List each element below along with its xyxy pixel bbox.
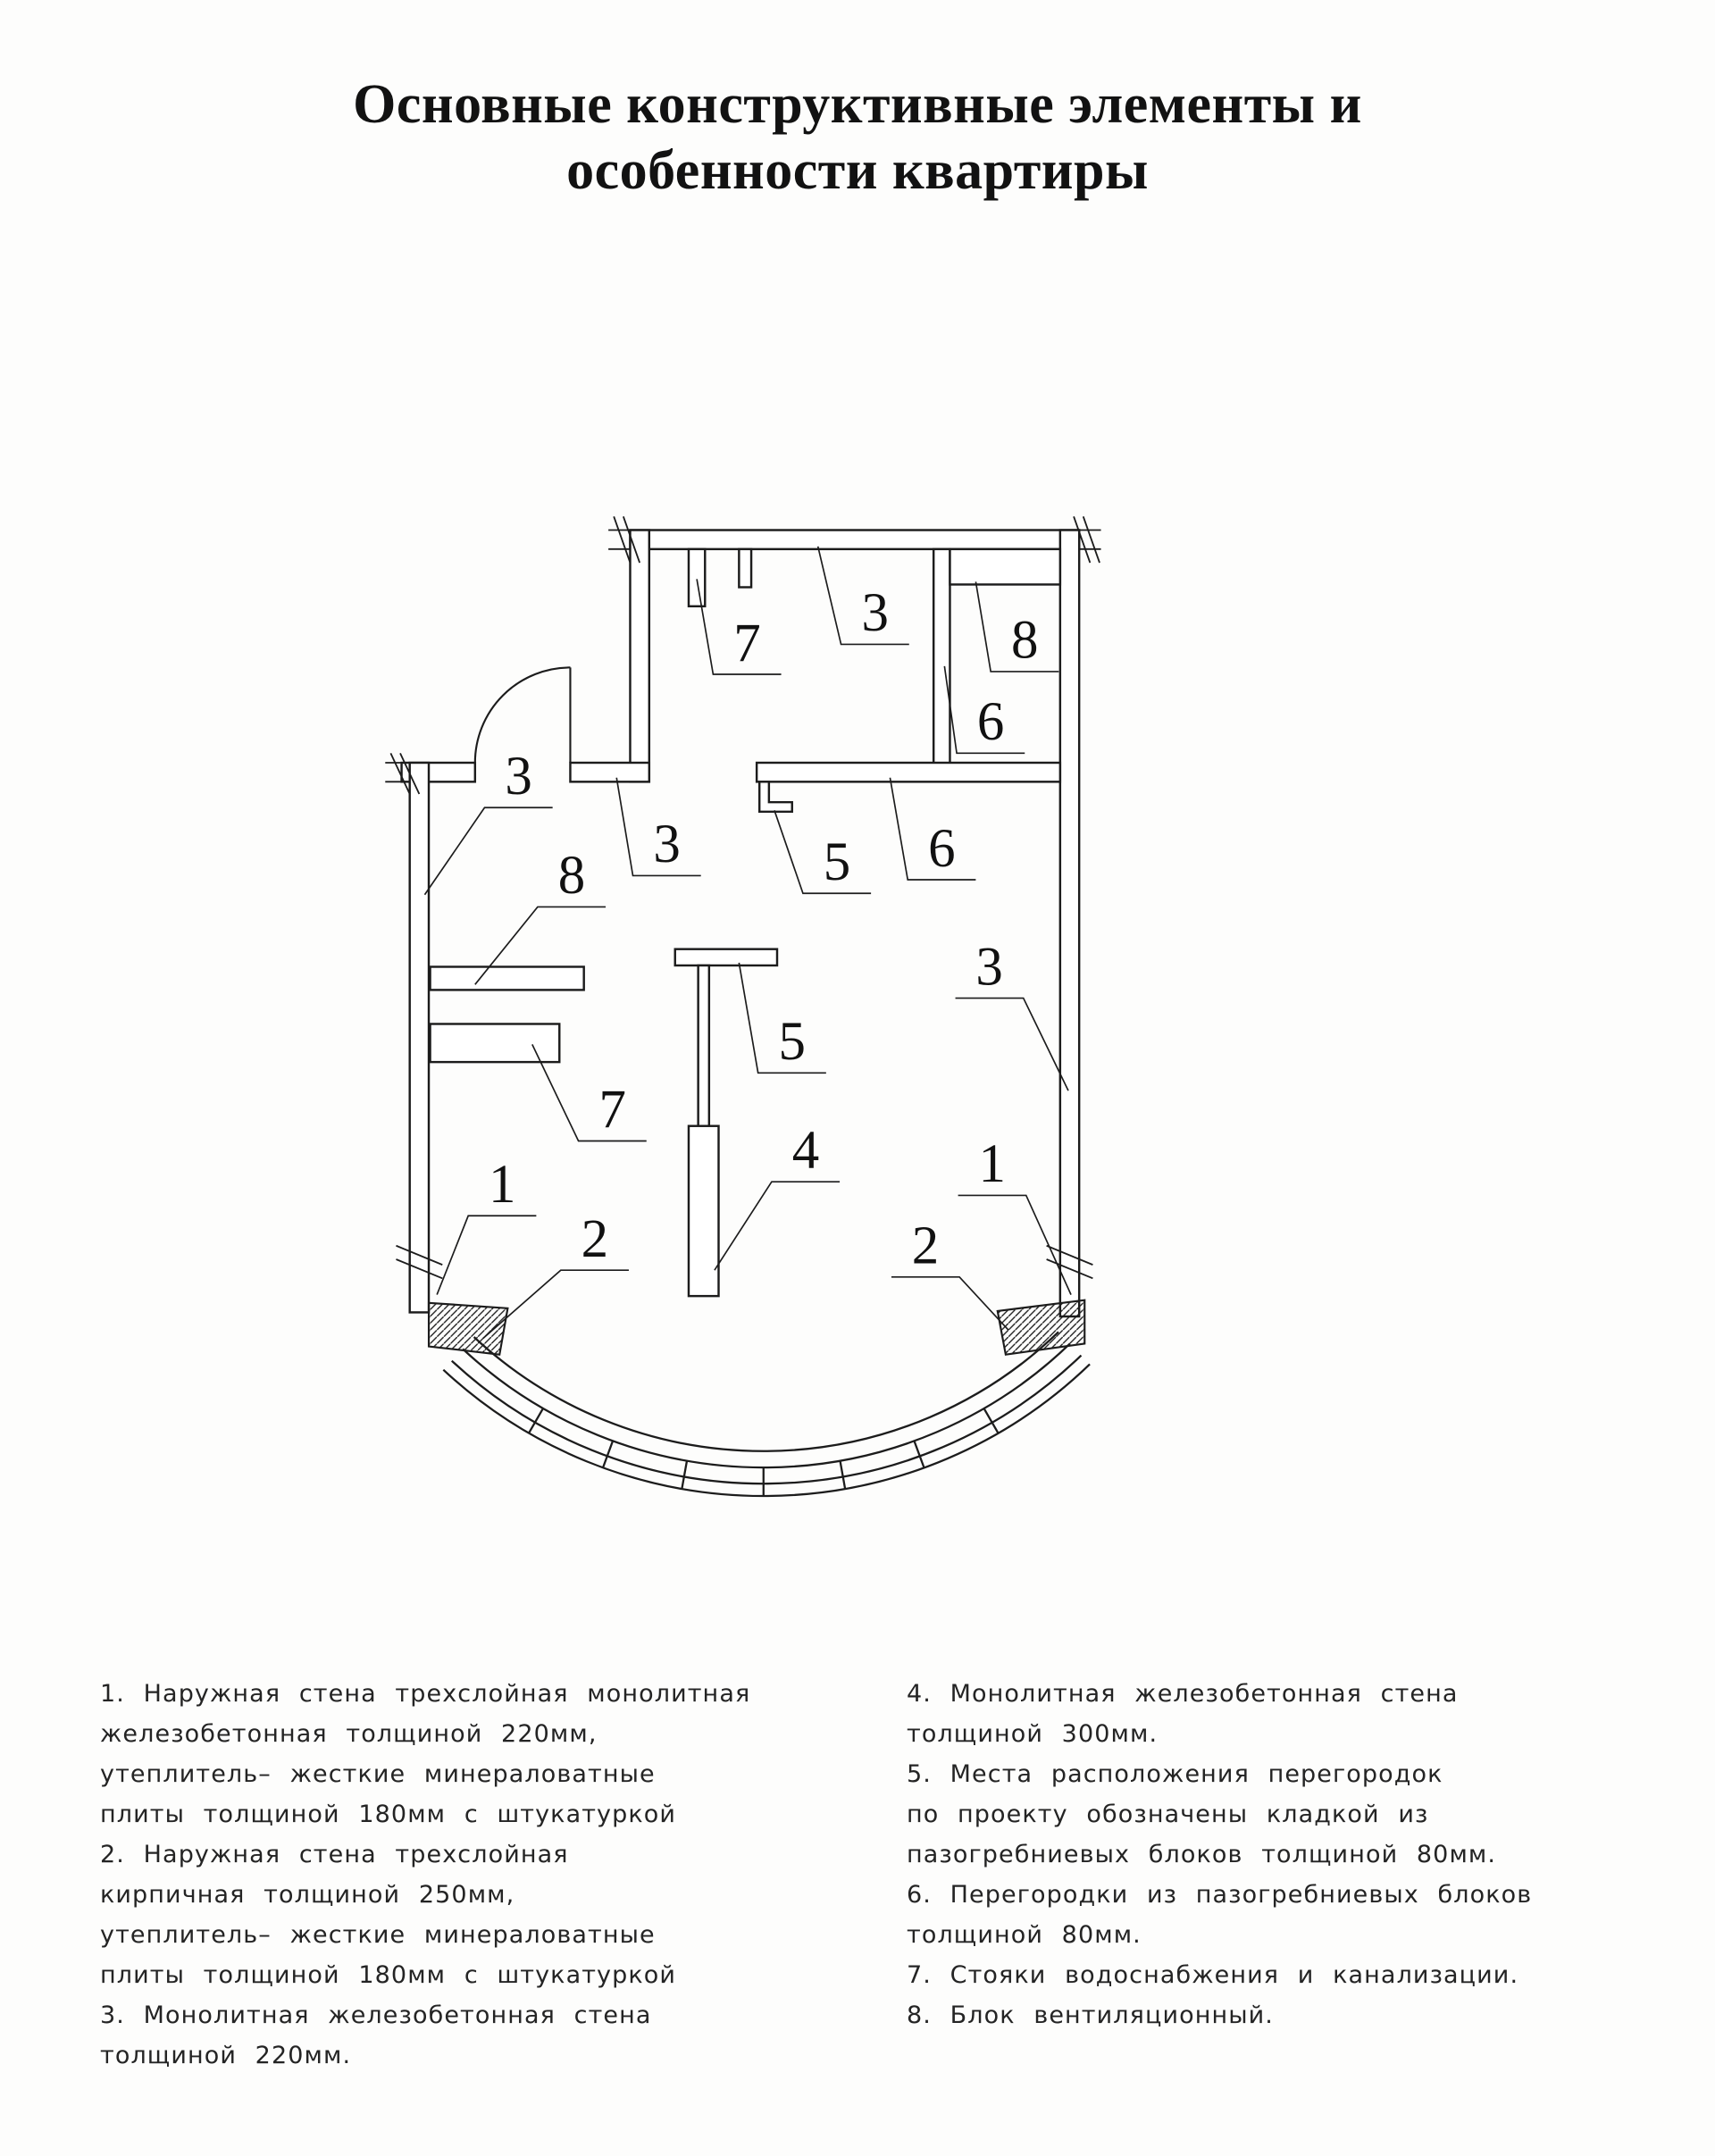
wall-left-upper bbox=[629, 529, 651, 783]
page-title: Основные конструктивные элементы и особе… bbox=[0, 71, 1715, 204]
brick-wall-hatch-left bbox=[427, 1301, 509, 1356]
partition-tee bbox=[673, 948, 779, 967]
callout-3-left: 3 bbox=[505, 747, 531, 806]
legend-line: 5. Места расположения перегородок bbox=[907, 1760, 1443, 1788]
legend-line: железобетонная толщиной 220мм, bbox=[100, 1720, 598, 1748]
callout-6-mid: 6 bbox=[928, 819, 955, 879]
wall-left bbox=[408, 761, 431, 1314]
legend-line: 8. Блок вентиляционный. bbox=[907, 2001, 1274, 2029]
wall-top bbox=[629, 529, 1081, 551]
partition-vertical bbox=[932, 547, 951, 773]
legend-column-right: 4. Монолитная железобетонная стена толщи… bbox=[907, 1674, 1630, 2076]
callout-labels: 7 3 8 6 3 3 5 6 8 5 3 7 4 1 2 1 2 bbox=[489, 583, 1038, 1275]
door-swing bbox=[473, 666, 572, 764]
floor-plan-drawing: 7 3 8 6 3 3 5 6 8 5 3 7 4 1 2 1 2 bbox=[382, 500, 1172, 1550]
legend-line: по проекту обозначены кладкой из bbox=[907, 1801, 1429, 1828]
vent-block-right bbox=[949, 547, 1062, 586]
callout-3-top: 3 bbox=[861, 583, 888, 643]
walls-group bbox=[400, 529, 1081, 1318]
floor-plan-svg: 7 3 8 6 3 3 5 6 8 5 3 7 4 1 2 1 2 bbox=[385, 515, 1101, 1498]
legend-line: 6. Перегородки из пазогребниевых блоков bbox=[907, 1881, 1533, 1909]
brick-wall-hatch-right bbox=[996, 1299, 1086, 1356]
callout-4-column: 4 bbox=[792, 1121, 819, 1181]
vent-block-left bbox=[429, 965, 585, 991]
legend-column-left: 1. Наружная стена трехслойная монолитная… bbox=[100, 1674, 768, 2076]
callout-2-right: 2 bbox=[912, 1216, 939, 1276]
riser-stub-a bbox=[687, 547, 707, 608]
callout-7-top: 7 bbox=[733, 614, 760, 673]
callout-6-upper: 6 bbox=[977, 692, 1004, 752]
legend-line: 2. Наружная стена трехслойная bbox=[100, 1841, 569, 1868]
legend-line: утеплитель– жесткие минераловатные bbox=[100, 1921, 656, 1949]
callout-3-right: 3 bbox=[975, 937, 1002, 997]
legend-line: толщиной 220мм. bbox=[100, 2042, 352, 2069]
callout-2-left: 2 bbox=[581, 1209, 608, 1269]
legend-line: плиты толщиной 180мм с штукатуркой bbox=[100, 1961, 677, 1989]
page-title-line-2: особенности квартиры bbox=[566, 139, 1149, 201]
legend: 1. Наружная стена трехслойная монолитная… bbox=[100, 1674, 1630, 2076]
window-mullion-marks bbox=[528, 1408, 1000, 1497]
callout-5-mid: 5 bbox=[779, 1012, 806, 1072]
page-title-line-1: Основные конструктивные элементы и bbox=[353, 73, 1362, 135]
door-arc bbox=[473, 666, 571, 764]
break-marks bbox=[385, 515, 1101, 1280]
legend-line: 4. Монолитная железобетонная стена bbox=[907, 1680, 1459, 1708]
partition-stem bbox=[697, 964, 711, 1127]
column-wall bbox=[687, 1124, 720, 1298]
partition-mark bbox=[757, 781, 793, 814]
callout-8-top-right: 8 bbox=[1011, 611, 1038, 671]
wall-step bbox=[569, 761, 651, 783]
callout-1-right: 1 bbox=[978, 1134, 1005, 1194]
legend-line: 1. Наружная стена трехслойная монолитная bbox=[100, 1680, 751, 1708]
callout-1-left: 1 bbox=[489, 1155, 515, 1215]
legend-line: пазогребниевых блоков толщиной 80мм. bbox=[907, 1841, 1497, 1868]
callout-7-left: 7 bbox=[598, 1080, 625, 1140]
riser-block-left bbox=[429, 1023, 561, 1064]
wall-right bbox=[1058, 529, 1081, 1318]
callout-5-upper: 5 bbox=[824, 832, 850, 892]
legend-line: 3. Монолитная железобетонная стена bbox=[100, 2001, 652, 2029]
callout-3-mid: 3 bbox=[653, 815, 680, 874]
legend-line: кирпичная толщиной 250мм, bbox=[100, 1881, 515, 1909]
legend-line: 7. Стояки водоснабжения и канализации. bbox=[907, 1961, 1519, 1989]
leader-lines bbox=[423, 546, 1072, 1339]
wall-interior-horizontal bbox=[755, 761, 1062, 783]
legend-line: утеплитель– жесткие минераловатные bbox=[100, 1760, 656, 1788]
legend-line: толщиной 80мм. bbox=[907, 1921, 1142, 1949]
callout-8-left: 8 bbox=[558, 846, 585, 906]
bay-window-wall bbox=[442, 1331, 1091, 1498]
riser-stub-b bbox=[738, 547, 753, 589]
legend-line: толщиной 300мм. bbox=[907, 1720, 1159, 1748]
legend-line: плиты толщиной 180мм с штукатуркой bbox=[100, 1801, 677, 1828]
